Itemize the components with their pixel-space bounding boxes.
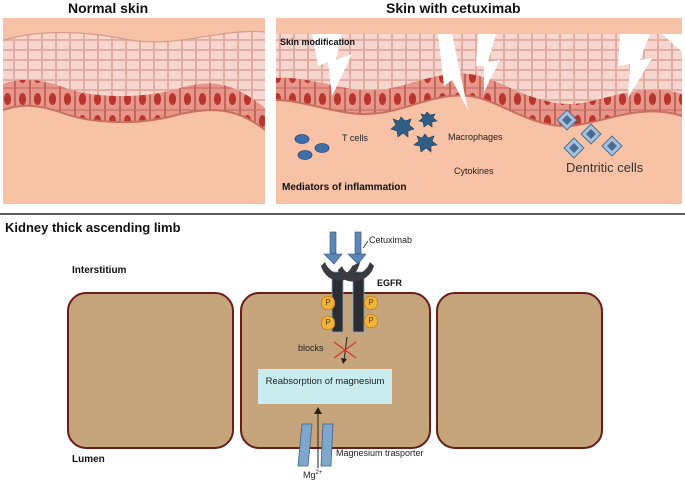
- mg-symbol: Mg: [303, 470, 316, 480]
- cetuximab-skin-illustration: [276, 18, 682, 204]
- normal-skin-title: Normal skin: [68, 0, 149, 16]
- phospho-badge: P: [364, 314, 378, 328]
- egfr-receptor: [321, 262, 374, 333]
- macrophages-label: Macrophages: [448, 132, 503, 142]
- lumen-label: Lumen: [72, 454, 105, 465]
- magnesium-transporter-icon: [297, 423, 334, 467]
- kidney-cell-right: [436, 292, 603, 449]
- mediators-label: Mediators of inflammation: [282, 182, 407, 193]
- reabsorption-label: Reabsorption of magnesium: [265, 376, 385, 387]
- t-cells-label: T cells: [342, 133, 368, 143]
- cetuximab-label: Cetuximab: [369, 235, 413, 245]
- magnesium-transporter-label: Magnesium trasporter: [336, 448, 424, 458]
- phospho-badge: P: [364, 296, 378, 310]
- kidney-section-title: Kidney thick ascending limb: [5, 220, 181, 235]
- t-cells-icon: [294, 134, 330, 160]
- interstitium-label: Interstitium: [72, 265, 127, 276]
- cetuximab-pointer: [362, 240, 369, 249]
- blocks-label: blocks: [298, 343, 324, 353]
- skin-modification-label: Skin modification: [280, 37, 356, 47]
- mg-charge: 2+: [315, 470, 323, 476]
- cytokines-label: Cytokines: [454, 166, 494, 176]
- kidney-cell-left: [67, 292, 234, 449]
- dendritic-cells-icon: [556, 109, 623, 159]
- cetuximab-skin-title: Skin with cetuximab: [386, 0, 521, 16]
- blocked-signal-arrow: [333, 336, 357, 364]
- cetuximab-antibody-icon: [323, 231, 367, 265]
- reabsorption-box: [258, 369, 392, 404]
- phospho-badge: P: [321, 316, 335, 330]
- macrophages-icon: [390, 111, 438, 153]
- mg-uptake-arrow: [314, 407, 322, 468]
- mg-ion-label: Mg2+: [303, 470, 322, 480]
- phospho-badge: P: [321, 296, 335, 310]
- egfr-label: EGFR: [377, 278, 403, 288]
- dendritic-cells-label: Dentritic cells: [566, 160, 644, 175]
